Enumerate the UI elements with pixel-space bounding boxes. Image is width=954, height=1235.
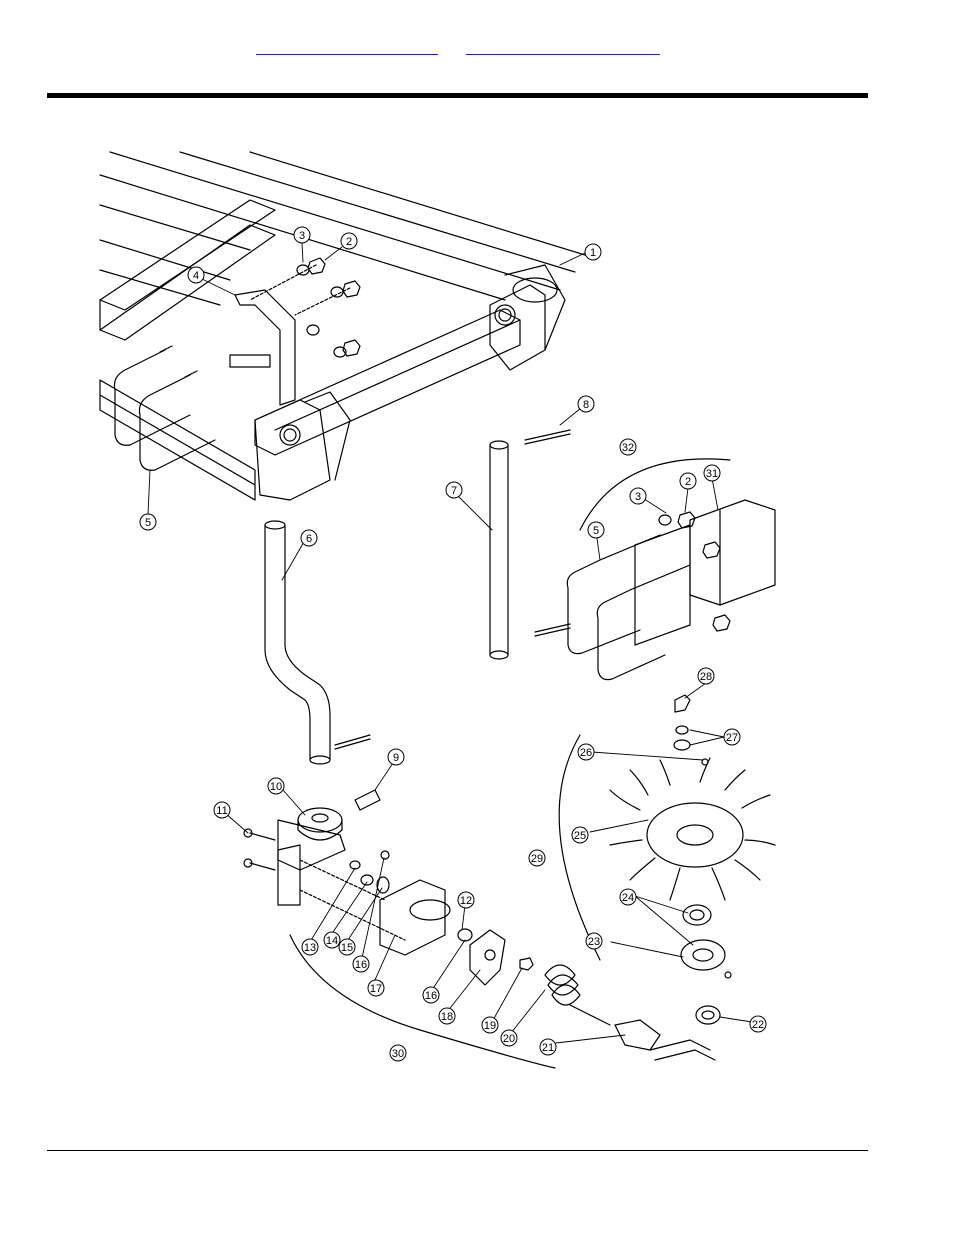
callout-number: 23 [588,936,600,948]
callout-15: 15 [339,939,355,955]
callout-7: 7 [446,482,462,498]
callout-number: 5 [593,525,599,537]
callout-number: 3 [299,230,305,242]
footer-rule [47,1150,868,1151]
callout-number: 32 [622,442,634,454]
callout-4: 4 [188,267,204,283]
callout-number: 30 [392,1048,404,1060]
callout-16b: 16 [423,987,439,1003]
callout-number: 17 [370,983,382,995]
callout-8: 8 [578,396,594,412]
callout-number: 29 [531,853,543,865]
callout-number: 20 [503,1033,515,1045]
callout-30: 30 [390,1045,406,1061]
callout-14: 14 [324,932,340,948]
callout-6: 6 [301,530,317,546]
callout-25: 25 [572,827,588,843]
callout-number: 31 [706,468,718,480]
callout-20: 20 [501,1030,517,1046]
parts-exploded-drawing: 1 2 3 4 5 6 7 8 9 10 11 12 13 14 15 16 1… [90,140,790,1080]
callout-number: 22 [752,1019,764,1031]
callout-number: 18 [441,1011,453,1023]
callout-5b: 5 [588,522,604,538]
callout-3b: 3 [630,488,646,504]
callout-number: 1 [590,247,596,259]
callout-2b: 2 [680,473,696,489]
callout-number: 2 [346,236,352,248]
header-link-2[interactable] [466,40,660,54]
leader-lines [148,243,752,1043]
callout-number: 11 [216,805,227,817]
header-rule [47,93,868,98]
callout-number: 19 [484,1020,496,1032]
callout-number: 21 [542,1042,554,1054]
callout-10: 10 [268,778,284,794]
callout-number: 2 [685,476,691,488]
callout-18: 18 [439,1008,455,1024]
callout-23: 23 [586,933,602,949]
callout-number: 16 [355,959,367,971]
callout-19: 19 [482,1017,498,1033]
callout-number: 10 [270,781,282,793]
rotary-wheel-assembly [559,695,775,1024]
callout-number: 7 [451,485,457,497]
callout-28: 28 [698,668,714,684]
callout-31: 31 [704,465,720,481]
callout-12: 12 [458,892,474,908]
callout-number: 16 [425,990,437,1002]
callout-27: 27 [724,729,740,745]
callout-number: 4 [193,270,199,282]
callout-number: 5 [145,517,151,529]
callout-17: 17 [368,980,384,996]
callout-number: 27 [726,732,738,744]
frame-assembly [100,152,585,500]
callout-number: 8 [583,399,589,411]
callout-number: 24 [622,892,634,904]
straight-rod [490,430,570,659]
bent-arm [265,521,370,764]
callout-5: 5 [140,514,156,530]
callout-number: 3 [635,491,641,503]
callout-1: 1 [585,244,601,260]
callout-number: 6 [306,533,312,545]
callout-number: 12 [460,895,472,907]
callout-21: 21 [540,1039,556,1055]
callouts-layer: 1 2 3 4 5 6 7 8 9 10 11 12 13 14 15 16 1… [140,227,766,1061]
callout-number: 13 [304,942,316,954]
callout-11: 11 [214,802,230,818]
callout-32: 32 [620,439,636,455]
callout-29: 29 [529,850,545,866]
header-links [0,40,954,60]
callout-22: 22 [750,1016,766,1032]
header-link-1[interactable] [256,40,438,54]
callout-number: 26 [580,747,592,759]
callout-number: 14 [326,935,338,947]
callout-9: 9 [388,749,404,765]
callout-24: 24 [620,889,636,905]
callout-3: 3 [294,227,310,243]
callout-number: 25 [574,830,586,842]
callout-number: 15 [341,942,353,954]
callout-13: 13 [302,939,318,955]
clamp-mount-assembly [567,459,775,680]
callout-26: 26 [578,744,594,760]
pivot-bracket-assembly [244,790,715,1068]
callout-number: 28 [700,671,712,683]
callout-number: 9 [393,752,399,764]
callout-16a: 16 [353,956,369,972]
callout-2: 2 [341,233,357,249]
